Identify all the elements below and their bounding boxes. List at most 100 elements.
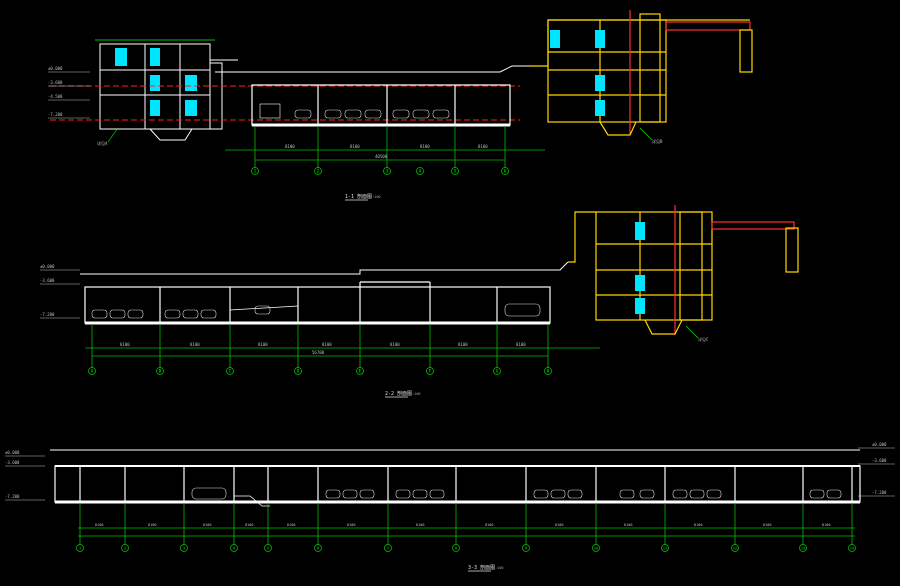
section1-axis-5: 6 — [504, 169, 507, 174]
section3-dim-3: 8100 — [245, 523, 253, 527]
section1-level-tag-1: -3.600 — [48, 80, 63, 85]
section3-dim-10: 8100 — [694, 523, 702, 527]
section1-title-block: 1-1 剖面图 1:100 — [345, 193, 381, 201]
section1-axis-bubbles — [251, 167, 509, 175]
section3-dim-6: 8100 — [416, 523, 424, 527]
section3-dim-0: 8100 — [95, 523, 103, 527]
section1-level-tag-2: -4.500 — [48, 94, 63, 99]
section2-axis-6: G — [496, 369, 499, 374]
section1-dimension-chain — [225, 126, 545, 168]
section1-dim-3: 8100 — [478, 144, 488, 149]
section3-axis-9: 10 — [594, 546, 598, 550]
section1-dim-0: 8100 — [285, 144, 295, 149]
section-1-1: ±0.000 -3.600 -4.500 -7.200 — [48, 10, 753, 201]
section1-title: 1-1 剖面图 — [345, 193, 372, 200]
section3-axis-11: 12 — [733, 546, 737, 550]
section1-level-tags: ±0.000 -3.600 -4.500 -7.200 — [48, 66, 90, 119]
section1-axis-2: 3 — [386, 169, 389, 174]
section3-axis-bubbles — [76, 544, 856, 552]
section3-level-tag-2: -7.200 — [5, 494, 20, 499]
section1-dim-2: 8100 — [420, 144, 430, 149]
section2-notes: 详见C — [685, 325, 709, 342]
section3-title: 3-3 剖面图 — [468, 564, 495, 571]
section3-dimension-chain — [78, 503, 855, 545]
section3-axis-labels: 1 2 3 4 5 6 7 8 9 10 11 12 13 14 — [79, 546, 854, 550]
section1-notes: 详见A 详见B — [97, 127, 663, 146]
section1-axis-4: 5 — [454, 169, 457, 174]
section1-axis-labels: 1 2 3 4 5 6 — [254, 169, 507, 174]
section2-level-tag-2: -7.200 — [40, 312, 55, 317]
section3-title-block: 3-3 剖面图 1:100 — [468, 564, 504, 572]
section2-dim-0: 8100 — [120, 342, 130, 347]
section2-axis-3: D — [297, 369, 300, 374]
section2-ground-line — [80, 261, 569, 275]
section1-note-left: 详见A — [97, 140, 108, 146]
section2-right-building — [568, 205, 799, 335]
section2-level-tag-1: -3.600 — [40, 278, 55, 283]
section1-level-lines — [50, 85, 520, 121]
section3-dim-5: 8100 — [347, 523, 355, 527]
section3-axis-1: 2 — [124, 546, 126, 550]
section3-axis-6: 7 — [387, 546, 389, 550]
section2-dim-5: 8100 — [458, 342, 468, 347]
section3-axis-2: 3 — [183, 546, 185, 550]
section3-level-tag-1: -3.600 — [5, 460, 20, 465]
section2-cars — [91, 303, 541, 319]
section2-dim-6: 8100 — [516, 342, 526, 347]
section2-dimension-chain — [85, 324, 600, 368]
section2-scale: 1:100 — [410, 392, 421, 396]
section1-note-right: 详见B — [652, 138, 663, 144]
section2-dim-1: 8100 — [190, 342, 200, 347]
section3-dim-8: 8100 — [555, 523, 563, 527]
section3-axis-4: 5 — [267, 546, 269, 550]
section2-axis-bubbles — [88, 367, 552, 375]
section3-level-tag-0: ±0.000 — [5, 450, 20, 455]
section1-axis-1: 2 — [317, 169, 320, 174]
section3-axis-8: 9 — [525, 546, 527, 550]
section3-dim-11: 8100 — [763, 523, 771, 527]
section3-axis-5: 6 — [317, 546, 319, 550]
section3-dim-12: 8100 — [822, 523, 830, 527]
section3-scale: 1:100 — [493, 566, 504, 570]
section2-axis-7: H — [547, 369, 550, 374]
section1-ground-line — [215, 65, 530, 73]
section3-axis-7: 8 — [455, 546, 457, 550]
section2-title: 2-2 剖面图 — [385, 390, 412, 397]
section-3-3: ±0.000 -3.600 -7.200 ±0.000 -3.600 -7.20… — [5, 442, 895, 572]
section1-axis-0: 1 — [254, 169, 257, 174]
section3-level-tags-right: ±0.000 -3.600 -7.200 — [858, 442, 895, 497]
section1-right-building — [530, 10, 753, 136]
section2-garage — [84, 281, 551, 325]
section3-dim-2: 8100 — [203, 523, 211, 527]
section2-dim-3: 8100 — [322, 342, 332, 347]
section1-dim-total: 40500 — [375, 154, 388, 159]
section3-level-tags-left: ±0.000 -3.600 -7.200 — [5, 450, 45, 501]
section3-cars — [191, 487, 842, 500]
section3-axis-13: 14 — [850, 546, 854, 550]
section3-axis-10: 11 — [663, 546, 667, 550]
section1-scale: 1:100 — [370, 195, 381, 199]
section3-garage — [54, 465, 861, 507]
section3-level-tag-right-1: -3.600 — [872, 458, 887, 463]
section2-axis-2: C — [229, 369, 232, 374]
section2-note-right: 详见C — [698, 336, 709, 342]
section2-level-tags: ±0.000 -3.600 -7.200 — [40, 264, 80, 319]
section2-dim-2: 8100 — [258, 342, 268, 347]
section1-left-building — [95, 39, 238, 141]
section1-cars — [294, 109, 450, 119]
section2-axis-0: A — [91, 369, 94, 374]
section1-level-tag-3: -7.200 — [48, 112, 63, 117]
section3-axis-3: 4 — [233, 546, 235, 550]
section2-axis-4: E — [359, 369, 362, 374]
section1-dimension-texts: 8100 8100 8100 8100 40500 — [285, 144, 488, 159]
section3-dim-7: 8100 — [485, 523, 493, 527]
section3-dim-4: 8100 — [287, 523, 295, 527]
section2-axis-1: B — [159, 369, 162, 374]
section1-garage — [251, 84, 511, 127]
section2-dimension-texts: 8100 8100 8100 8100 8100 8100 8100 56700 — [120, 342, 526, 355]
section3-dim-1: 8100 — [148, 523, 156, 527]
section1-dim-1: 8100 — [350, 144, 360, 149]
section3-axis-0: 1 — [79, 546, 81, 550]
